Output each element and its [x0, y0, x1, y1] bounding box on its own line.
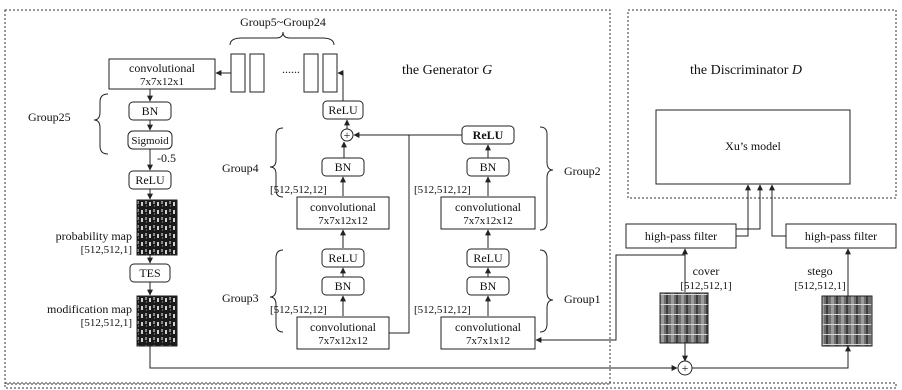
stego-label: stego — [807, 264, 832, 278]
cover-image — [659, 292, 709, 344]
group-block-3 — [303, 53, 319, 93]
group1-relu-label: ReLU — [473, 251, 503, 265]
hpf-right-box — [785, 223, 897, 249]
group4-conv-box — [296, 196, 390, 230]
output-conv-box — [108, 58, 216, 90]
modmap-to-plus-arrow — [149, 346, 678, 371]
group3-dims: [512,512,12] — [270, 304, 327, 316]
group1-bn-label: BN — [480, 279, 497, 293]
group25-label: Group25 — [28, 110, 71, 124]
group25-brace — [93, 93, 109, 155]
xus-model-label: Xu’s model — [725, 139, 781, 153]
group-blocks-dots: ...... — [282, 62, 300, 76]
group1-conv-box — [440, 316, 536, 350]
plus-to-stego-arrow — [692, 345, 851, 369]
group2-dims: [512,512,12] — [414, 184, 471, 196]
group1-conv-size: 7x7x1x12 — [466, 335, 510, 347]
group2-label: Group2 — [564, 164, 601, 178]
group3-conv-box — [296, 316, 390, 350]
group2-bn-box — [466, 157, 510, 177]
group3-relu-box — [321, 248, 365, 268]
group3-bn-label: BN — [335, 279, 352, 293]
discriminator-title: the Discriminator D — [690, 63, 802, 78]
group-block-2 — [249, 53, 265, 93]
group-block-4 — [322, 53, 338, 93]
residual-relu-to-blocks-arrow — [337, 70, 344, 101]
group4-bn-label: BN — [335, 160, 352, 174]
modification-map-image — [136, 295, 178, 347]
output-conv-size: 7x7x12x1 — [140, 76, 184, 88]
group2-relu-box — [461, 125, 515, 145]
group4-conv-size: 7x7x12x12 — [318, 215, 368, 227]
residual-plus-symbol: + — [344, 128, 351, 142]
output-conv-name: convolutional — [129, 61, 196, 75]
group1-dims: [512,512,12] — [414, 304, 471, 316]
hpf-left-to-model-arrow-b — [736, 184, 763, 230]
generator-frame — [4, 9, 611, 385]
xus-model-box — [655, 109, 851, 185]
group4-dims: [512,512,12] — [270, 184, 327, 196]
skip-connection-line — [353, 132, 410, 334]
group3-brace — [269, 249, 284, 333]
hpf-left-to-model-arrow-a — [736, 184, 751, 237]
group3-bn-box — [321, 276, 365, 296]
group-block-1 — [230, 53, 246, 93]
hpf-right-to-model-arrow — [769, 184, 786, 237]
generator-title: the Generator G — [402, 63, 492, 78]
group1-brace — [539, 249, 554, 333]
group1-bn-box — [466, 276, 510, 296]
group2-conv-name: convolutional — [455, 200, 522, 214]
group1-relu-box — [466, 248, 510, 268]
group4-bn-box — [321, 157, 365, 177]
group3-label: Group3 — [222, 291, 259, 305]
group25-sigmoid-label: Sigmoid — [131, 135, 169, 147]
group5-24-label: Group5~Group24 — [240, 15, 326, 29]
group3-relu-label: ReLU — [328, 251, 358, 265]
hpf-left-label: high-pass filter — [645, 229, 717, 243]
probability-map-image — [136, 199, 178, 256]
hpf-left-box — [625, 223, 737, 249]
residual-relu-label: ReLU — [328, 103, 358, 117]
stego-image — [821, 295, 873, 347]
bottom-frame — [4, 382, 897, 389]
group4-conv-name: convolutional — [310, 200, 377, 214]
group4-label: Group4 — [222, 161, 259, 175]
discriminator-frame — [627, 9, 897, 199]
cover-to-conv1-arrow — [535, 254, 685, 343]
group5-24-brace — [229, 31, 335, 46]
modification-map-label: modification map — [47, 302, 132, 316]
stego-dims: [512,512,1] — [794, 280, 845, 292]
group3-conv-size: 7x7x12x12 — [318, 335, 368, 347]
group2-conv-size: 7x7x12x12 — [463, 215, 513, 227]
minus-half-label: -0.5 — [157, 151, 176, 165]
group3-conv-name: convolutional — [310, 320, 377, 334]
group2-bn-label: BN — [480, 160, 497, 174]
tes-label: TES — [139, 266, 160, 280]
group25-relu-label: ReLU — [135, 173, 165, 187]
group1-label: Group1 — [564, 292, 601, 306]
cover-label: cover — [693, 264, 720, 278]
hpf-right-label: high-pass filter — [805, 229, 877, 243]
group2-conv-box — [440, 196, 536, 230]
group4-brace — [269, 127, 284, 198]
modification-map-dims: [512,512,1] — [81, 317, 132, 329]
group1-conv-name: convolutional — [455, 320, 522, 334]
group2-relu-label: ReLU — [473, 128, 504, 142]
group25-bn-label: BN — [142, 104, 159, 118]
group2-brace — [539, 126, 554, 231]
cover-dims: [512,512,1] — [680, 280, 731, 292]
probability-map-dims: [512,512,1] — [81, 244, 132, 256]
final-plus-symbol: + — [682, 361, 689, 375]
probability-map-label: probability map — [56, 229, 132, 243]
